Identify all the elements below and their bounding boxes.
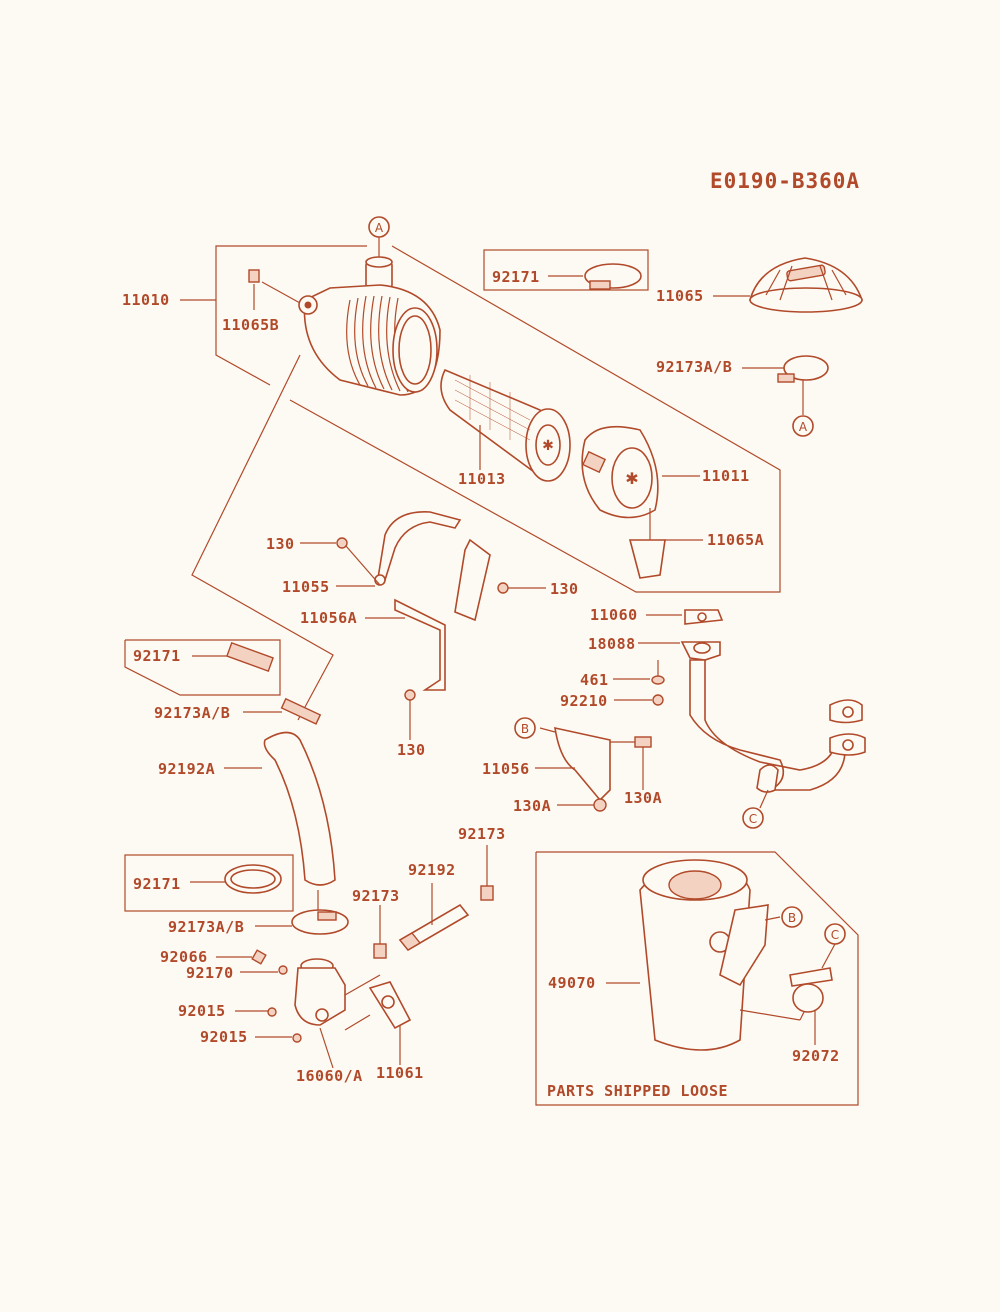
clamp-92173ab-mid xyxy=(243,697,322,725)
nut-92015-b xyxy=(255,1033,302,1043)
svg-text:A: A xyxy=(799,420,808,434)
svg-text:B: B xyxy=(521,722,529,736)
label-92192a: 92192A xyxy=(158,760,215,778)
label-11061: 11061 xyxy=(376,1064,424,1082)
label-92066: 92066 xyxy=(160,948,208,966)
band-bracket-11055 xyxy=(336,511,491,622)
gasket-11060 xyxy=(646,609,724,625)
label-11065a: 11065A xyxy=(707,531,764,549)
clamp-92173ab-low xyxy=(255,890,349,935)
box-92171-top xyxy=(483,249,649,291)
box-92171-mid xyxy=(124,639,281,696)
callout-c-pipe: C xyxy=(742,807,764,829)
label-11013: 11013 xyxy=(458,470,506,488)
filter-element-11013: ✱ xyxy=(440,368,571,482)
label-11055: 11055 xyxy=(282,578,330,596)
elbow-16060a xyxy=(294,958,381,1069)
fitting-92066 xyxy=(216,949,267,965)
exhaust-pipe-18088 xyxy=(638,641,866,809)
svg-text:✱: ✱ xyxy=(625,469,638,488)
air-cleaner-housing-11010 xyxy=(298,256,441,396)
bolt-130-c xyxy=(404,689,416,740)
label-92170: 92170 xyxy=(186,964,234,982)
washer-461 xyxy=(613,660,665,685)
label-92072: 92072 xyxy=(792,1047,840,1065)
svg-text:C: C xyxy=(831,928,839,942)
parts-shipped-loose-box xyxy=(535,851,859,1106)
label-130a-b: 130A xyxy=(624,789,662,807)
label-92171-low: 92171 xyxy=(133,875,181,893)
label-11056: 11056 xyxy=(482,760,530,778)
nut-130a-b xyxy=(557,798,607,812)
muffler-49070 xyxy=(606,859,811,1051)
box-92171-low xyxy=(124,854,294,912)
bolt-130-a xyxy=(300,537,381,586)
label-92192: 92192 xyxy=(408,861,456,879)
nipple-92170 xyxy=(240,965,288,975)
label-11060: 11060 xyxy=(590,606,638,624)
callout-b-muffler: B xyxy=(781,906,803,928)
label-11065b: 11065B xyxy=(222,316,279,334)
svg-text:B: B xyxy=(788,911,796,925)
pipe-92192 xyxy=(398,883,470,952)
label-11010: 11010 xyxy=(122,291,170,309)
clamp-92173ab-top xyxy=(742,355,829,415)
part-labels: 11010 11065B 92171 11065 92173A/B 11013 … xyxy=(122,268,840,1100)
label-92171-top: 92171 xyxy=(492,268,540,286)
label-11056a: 11056A xyxy=(300,609,357,627)
label-92015-b: 92015 xyxy=(200,1028,248,1046)
label-11065: 11065 xyxy=(656,287,704,305)
label-49070: 49070 xyxy=(548,974,596,992)
bracket-11056 xyxy=(535,726,637,802)
label-130-a: 130 xyxy=(266,535,295,553)
nut-92210 xyxy=(614,694,664,706)
bolt-130a-a xyxy=(634,736,652,790)
label-92171-mid: 92171 xyxy=(133,647,181,665)
stay-11056a xyxy=(365,598,446,691)
label-92173ab-mid: 92173A/B xyxy=(154,704,230,722)
diagram-code: E0190-B360A xyxy=(710,169,860,193)
gasket-11061 xyxy=(368,981,412,1065)
label-92173ab-top: 92173A/B xyxy=(656,358,732,376)
note-parts-shipped-loose: PARTS SHIPPED LOOSE xyxy=(547,1082,728,1100)
svg-text:A: A xyxy=(375,221,384,235)
label-92173-a: 92173 xyxy=(352,887,400,905)
label-92173-b: 92173 xyxy=(458,825,506,843)
clamp-92173-b xyxy=(480,845,494,901)
plug-11065b xyxy=(248,269,301,310)
label-18088: 18088 xyxy=(588,635,636,653)
label-92210: 92210 xyxy=(560,692,608,710)
label-130-c: 130 xyxy=(397,741,426,759)
callout-a-top: A xyxy=(368,216,390,260)
nut-92015-a xyxy=(235,1007,277,1017)
air-cleaner-frame xyxy=(180,245,781,593)
label-92173ab-low: 92173A/B xyxy=(168,918,244,936)
clamp-92072 xyxy=(789,943,836,1045)
svg-text:✱: ✱ xyxy=(542,438,554,454)
clamp-92173-a xyxy=(373,905,387,959)
cover-11011: ✱ xyxy=(581,425,703,579)
callout-b-bracket: B xyxy=(514,717,536,739)
cap-11065 xyxy=(713,257,864,313)
bolt-130-b xyxy=(497,582,546,594)
label-130a-a: 130A xyxy=(513,797,551,815)
svg-text:C: C xyxy=(749,812,757,826)
hose-92192a xyxy=(224,731,336,886)
label-16060a: 16060/A xyxy=(296,1067,363,1085)
label-92015-a: 92015 xyxy=(178,1002,226,1020)
guide-line-left xyxy=(191,354,334,721)
callout-c-muffler: C xyxy=(824,923,846,945)
label-130-b: 130 xyxy=(550,580,579,598)
label-11011: 11011 xyxy=(702,467,750,485)
callout-a-right: A xyxy=(792,415,814,437)
label-461: 461 xyxy=(580,671,609,689)
